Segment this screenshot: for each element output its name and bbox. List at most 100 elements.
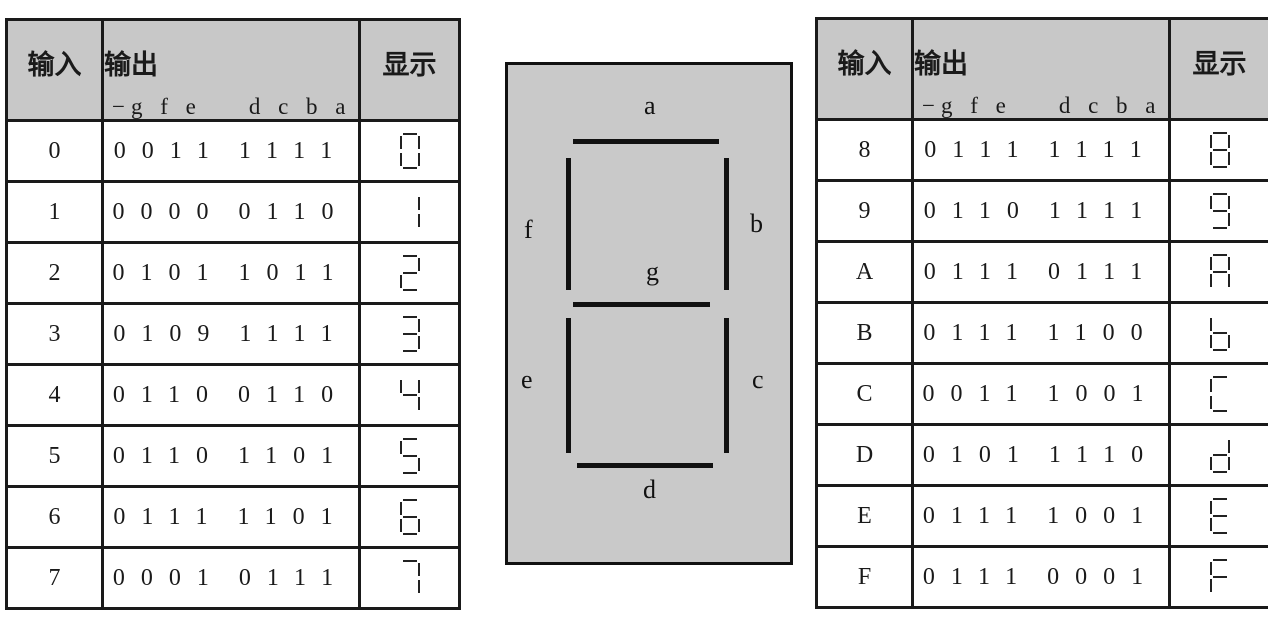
input-value: F — [818, 548, 911, 606]
input-value: 4 — [8, 366, 101, 424]
output-code-low-nibble: 1111 — [1048, 136, 1158, 163]
display-digit — [1171, 365, 1268, 423]
output-code-high-nibble: 0109 — [113, 320, 226, 347]
output-code-low-nibble: 1101 — [238, 442, 350, 469]
mini-segment-f — [399, 380, 402, 393]
mini-segment-f — [399, 136, 402, 149]
input-column-header: 输入 — [8, 21, 101, 119]
mini-segment-c — [417, 336, 420, 349]
output-code-high-nibble: 0111 — [923, 258, 1034, 285]
mini-segment-g — [1212, 149, 1227, 151]
mini-segment-d — [1212, 166, 1227, 168]
output-code-low-nibble: 0111 — [238, 564, 350, 591]
display-digit — [361, 549, 458, 607]
output-header-label: 输出 — [914, 49, 968, 79]
mini-segment-a — [402, 133, 417, 135]
seven-segment-glyph — [399, 255, 420, 291]
mini-segment-g — [402, 333, 417, 335]
mini-segment-a — [1212, 498, 1227, 500]
mini-segment-c — [417, 214, 420, 227]
segment-d-bar — [577, 463, 713, 468]
mini-segment-b — [1227, 440, 1230, 453]
mini-segment-f — [399, 441, 402, 454]
seven-segment-glyph — [1209, 193, 1230, 229]
mini-segment-a — [402, 316, 417, 318]
mini-segment-e — [1209, 152, 1212, 165]
mini-segment-b — [417, 258, 420, 271]
segment-a-bar — [573, 139, 719, 144]
mini-segment-b — [417, 197, 420, 210]
mini-segment-e — [1209, 518, 1212, 531]
mini-segment-a — [1212, 376, 1227, 378]
mini-segment-e — [1209, 579, 1212, 592]
mini-segment-a — [402, 499, 417, 501]
seven-segment-glyph — [1209, 376, 1230, 412]
mini-segment-e — [399, 153, 402, 166]
display-digit — [361, 305, 458, 363]
mini-segment-f — [1209, 196, 1212, 209]
output-code-low-nibble: 1001 — [1047, 502, 1160, 529]
mini-segment-f — [1209, 318, 1212, 331]
mini-segment-f — [1209, 562, 1212, 575]
mini-segment-g — [402, 455, 417, 457]
seven-segment-glyph — [1209, 315, 1230, 351]
mini-segment-e — [1209, 396, 1212, 409]
display-digit — [1171, 121, 1268, 179]
segment-e-label: e — [521, 365, 533, 394]
mini-segment-d — [402, 533, 417, 535]
segment-f-label: f — [524, 215, 533, 244]
mini-segment-e — [399, 275, 402, 288]
mini-segment-c — [417, 397, 420, 410]
mini-segment-g — [402, 516, 417, 518]
input-value: D — [818, 426, 911, 484]
display-digit — [1171, 304, 1268, 362]
mini-segment-e — [1209, 274, 1212, 287]
input-value: C — [818, 365, 911, 423]
output-code-high-nibble: 0111 — [924, 136, 1035, 163]
mini-segment-g — [1212, 454, 1227, 456]
mini-segment-d — [1212, 227, 1227, 229]
output-code-high-nibble: 0001 — [112, 564, 225, 591]
mini-segment-b — [1227, 257, 1230, 270]
output-code-high-nibble: 0110 — [923, 197, 1035, 224]
mini-segment-g — [402, 394, 417, 396]
output-code: 0001 0111 — [104, 549, 358, 607]
output-code-high-nibble: 0011 — [922, 380, 1034, 407]
seven-segment-glyph — [399, 133, 420, 169]
display-digit — [1171, 426, 1268, 484]
input-value: 9 — [818, 182, 911, 240]
mini-segment-c — [417, 519, 420, 532]
input-value: 3 — [8, 305, 101, 363]
input-value: 5 — [8, 427, 101, 485]
output-code-low-nibble: 0001 — [1047, 563, 1160, 590]
mini-segment-d — [402, 472, 417, 474]
seven-segment-glyph — [400, 194, 420, 230]
seven-segment-glyph — [1209, 254, 1230, 290]
output-code: 0111 0001 — [914, 548, 1168, 606]
mini-segment-e — [1209, 335, 1212, 348]
output-code: 0111 1111 — [914, 121, 1168, 179]
mini-segment-a — [402, 438, 417, 440]
mini-segment-c — [1227, 274, 1230, 287]
mini-segment-f — [1209, 135, 1212, 148]
mini-segment-d — [1212, 471, 1227, 473]
input-value: 0 — [8, 122, 101, 180]
input-value: 8 — [818, 121, 911, 179]
output-column-header: 输出 −g f e d c b a — [104, 21, 358, 119]
seven-segment-glyph — [400, 560, 420, 596]
output-code-high-nibble: 0111 — [922, 563, 1034, 590]
mini-segment-b — [1227, 135, 1230, 148]
mini-segment-e — [399, 519, 402, 532]
mini-segment-a — [402, 255, 417, 257]
mini-segment-e — [1209, 457, 1212, 470]
